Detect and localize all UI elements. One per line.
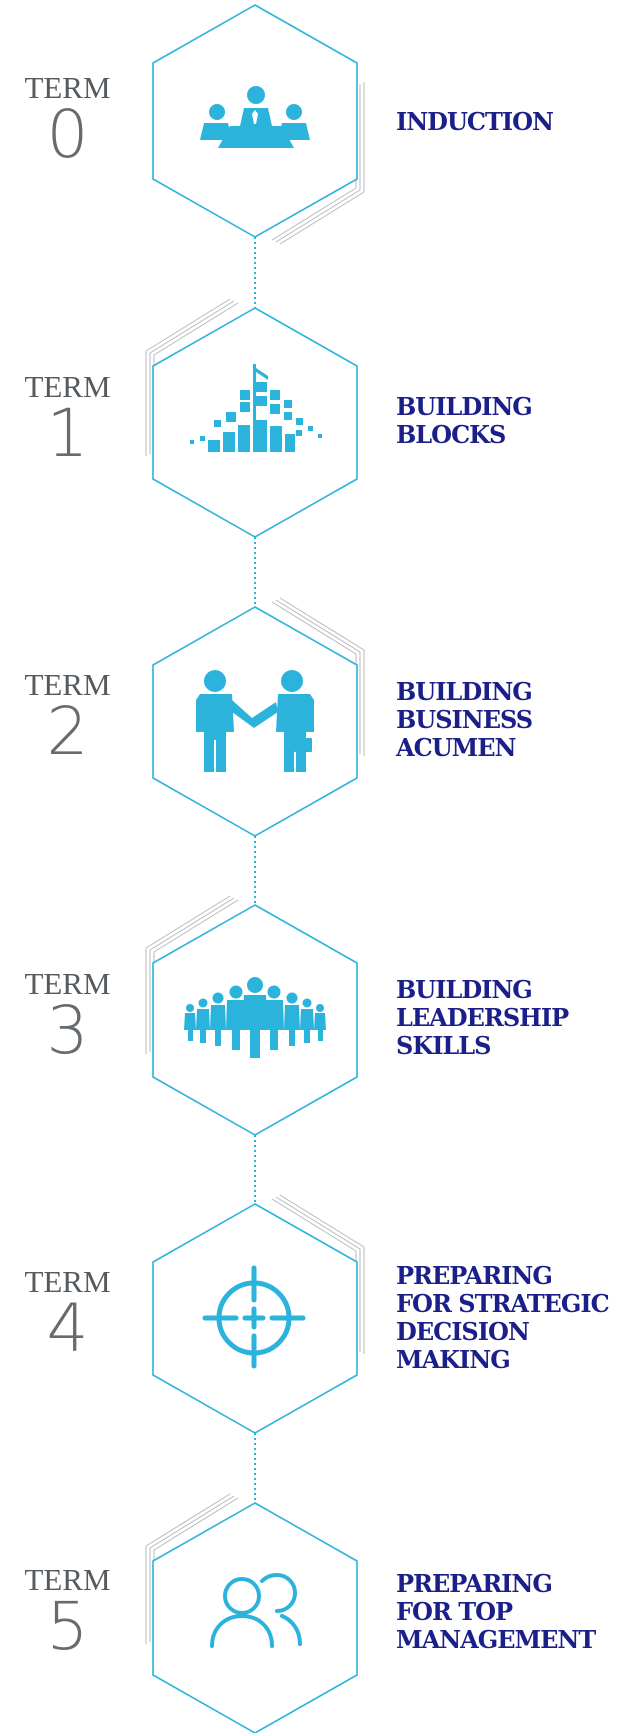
target-crosshair-icon: [202, 1265, 306, 1369]
term-word: TERM: [24, 70, 111, 105]
term-label-5: TERM 5: [0, 1562, 135, 1665]
term-title-1: BUILDING BLOCKS: [396, 393, 643, 449]
team-group-icon: [184, 977, 326, 1058]
term-label-1: TERM 1: [0, 369, 135, 472]
building-blocks-icon: [190, 364, 322, 452]
title-line: PREPARING: [396, 1569, 553, 1598]
term-title-3: BUILDING LEADERSHIP SKILLS: [396, 976, 643, 1060]
meeting-table-icon: [200, 86, 310, 148]
term-number: 0: [46, 96, 89, 173]
term-title-0: INDUCTION: [396, 108, 643, 136]
term-title-2: BUILDING BUSINESS ACUMEN: [396, 678, 643, 762]
term-title-4: PREPARING FOR STRATEGIC DECISION MAKING: [396, 1262, 643, 1374]
term-word: TERM: [24, 667, 111, 702]
title-line: BUSINESS: [396, 705, 533, 734]
term-word: TERM: [24, 1264, 111, 1299]
term-number: 3: [46, 992, 89, 1069]
title-line: LEADERSHIP: [396, 1003, 569, 1032]
title-line: BUILDING: [396, 392, 533, 421]
term-word: TERM: [24, 1562, 111, 1597]
title-line: MANAGEMENT: [396, 1625, 596, 1654]
title-line: BLOCKS: [396, 420, 506, 449]
title-line: FOR STRATEGIC: [396, 1289, 610, 1318]
title-line: INDUCTION: [396, 107, 554, 136]
term-word: TERM: [24, 369, 111, 404]
term-label-4: TERM 4: [0, 1264, 135, 1367]
term-label-2: TERM 2: [0, 667, 135, 770]
title-line: ACUMEN: [396, 733, 516, 762]
term-title-5: PREPARING FOR TOP MANAGEMENT: [396, 1570, 643, 1654]
title-line: MAKING: [396, 1345, 511, 1374]
title-line: SKILLS: [396, 1031, 492, 1060]
term-number: 5: [46, 1588, 89, 1665]
users-outline-icon: [210, 1573, 302, 1648]
title-line: PREPARING: [396, 1261, 553, 1290]
title-line: BUILDING: [396, 677, 533, 706]
title-line: FOR TOP: [396, 1597, 513, 1626]
handshake-icon: [196, 670, 314, 772]
title-line: DECISION: [396, 1317, 530, 1346]
term-number: 2: [46, 693, 89, 770]
term-number: 1: [46, 395, 89, 472]
term-label-3: TERM 3: [0, 966, 135, 1069]
term-label-0: TERM 0: [0, 70, 135, 173]
term-number: 4: [46, 1290, 89, 1367]
term-word: TERM: [24, 966, 111, 1001]
title-line: BUILDING: [396, 975, 533, 1004]
